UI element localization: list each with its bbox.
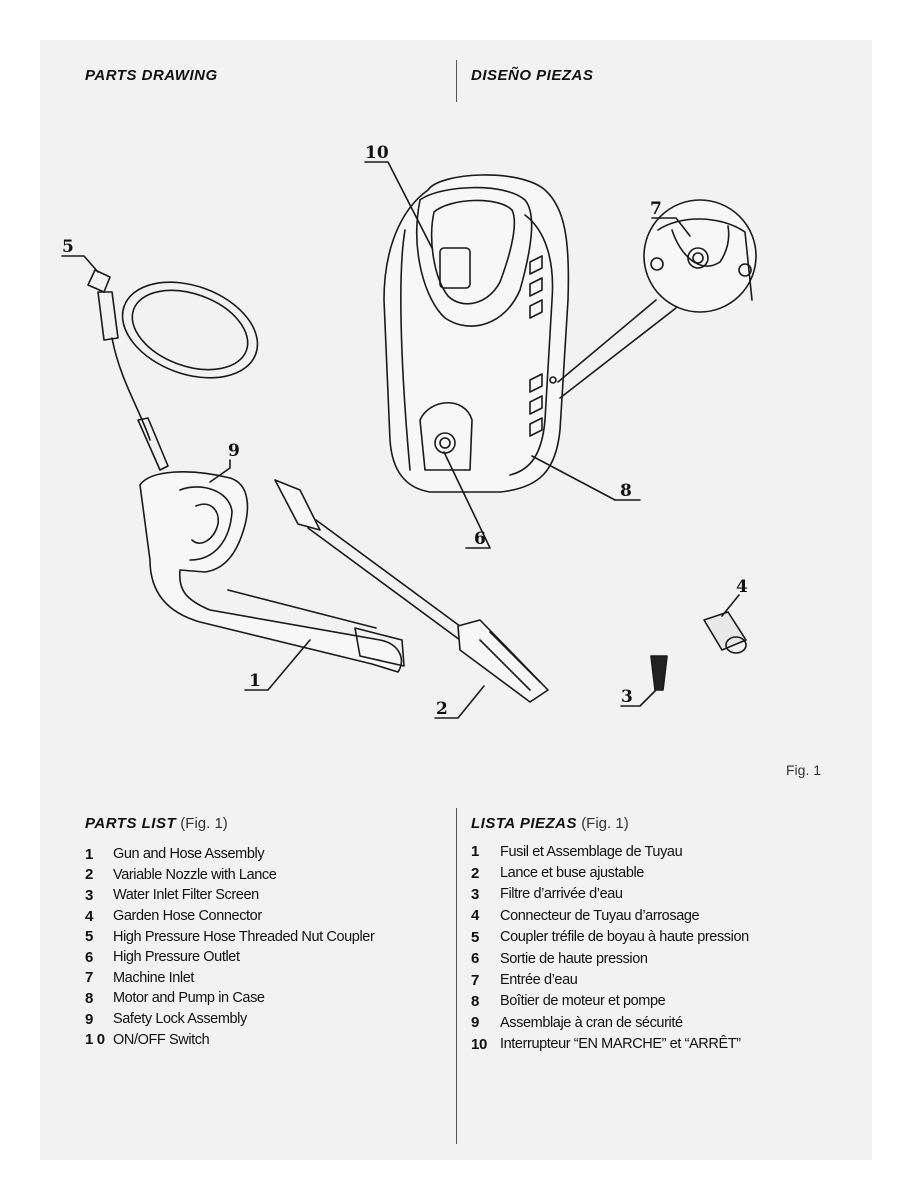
parts-drawing-illustration: 10 7 5 9 8 6 4 1 2 3 (61, 143, 757, 719)
item-label: Water Inlet Filter Screen (113, 887, 259, 904)
figure-caption: Fig. 1 (786, 762, 822, 778)
callout-9: 9 (228, 441, 240, 461)
column-divider-bottom (456, 808, 457, 1144)
garden-hose-connector-illustration (703, 594, 747, 654)
lance-nozzle-illustration (274, 479, 549, 703)
item-number: 7 (471, 971, 479, 989)
lista-piezas-fig-ref: (Fig. 1) (581, 815, 629, 832)
item-label: Interrupteur “EN MARCHE” et “ARRÊT” (500, 1036, 741, 1053)
item-label: Assemblaje à cran de sécurité (500, 1014, 683, 1031)
item-label: High Pressure Outlet (113, 949, 240, 966)
item-label: High Pressure Hose Threaded Nut Coupler (113, 928, 375, 945)
list-item: 4 Connecteur de Tuyau d’arrosage (471, 905, 749, 926)
parts-list-en: 1 Gun and Hose Assembly 2 Variable Nozzle … (85, 844, 375, 1050)
list-item: 4 Garden Hose Connector (85, 906, 374, 927)
item-number: 6 (85, 948, 93, 966)
list-item: 3 Filtre d’arrivée d’eau (471, 884, 749, 905)
item-number: 5 (471, 928, 479, 946)
callout-10: 10 (365, 143, 389, 163)
list-item: 1 Fusil et Assemblage de Tuyau (471, 841, 749, 862)
hose-illustration (87, 269, 259, 471)
callout-4: 4 (736, 577, 748, 597)
list-item: 3 Water Inlet Filter Screen (85, 885, 374, 906)
callout-2: 2 (436, 699, 448, 719)
item-number: 3 (85, 886, 93, 904)
list-item: 5 High Pressure Hose Threaded Nut Coupler (85, 926, 375, 947)
parts-list-heading: PARTS LIST (Fig. 1) (85, 815, 228, 832)
list-item: 7 Machine Inlet (85, 968, 374, 989)
list-item: 6 High Pressure Outlet (85, 947, 374, 968)
item-number: 8 (85, 989, 93, 1007)
callout-labels: 10 7 5 9 8 6 4 1 2 3 (62, 143, 748, 719)
item-number: 4 (85, 907, 93, 925)
item-number: 5 (85, 928, 93, 946)
item-number: 3 (471, 885, 479, 903)
callout-5: 5 (62, 237, 74, 257)
list-item: 9 Safety Lock Assembly (85, 1009, 374, 1030)
callout-3: 3 (621, 687, 633, 707)
item-label: Sortie de haute pression (500, 950, 648, 967)
column-divider-top (456, 60, 457, 102)
item-number: 9 (85, 1010, 93, 1028)
list-item: 2 Lance et buse ajustable (471, 862, 749, 883)
item-number: 6 (471, 950, 479, 968)
item-number: 2 (471, 864, 479, 882)
item-label: Fusil et Assemblage de Tuyau (500, 843, 683, 860)
list-item: 6 Sortie de haute pression (471, 948, 749, 969)
item-label: Motor and Pump in Case (113, 990, 265, 1007)
item-label: ON/OFF Switch (113, 1031, 210, 1048)
item-label: Lance et buse ajustable (500, 865, 644, 882)
lista-piezas-heading: LISTA PIEZAS (Fig. 1) (471, 815, 629, 832)
item-label: Safety Lock Assembly (113, 1011, 247, 1028)
machine-body-illustration (383, 174, 570, 493)
item-number: 1 0 (85, 1031, 105, 1049)
item-number: 8 (471, 992, 479, 1010)
item-number: 4 (471, 907, 479, 925)
filter-screen-illustration (650, 655, 668, 691)
list-item: 8 Motor and Pump in Case (85, 988, 374, 1009)
parts-list-title: PARTS LIST (85, 815, 177, 832)
callout-1: 1 (249, 671, 261, 691)
item-label: Entrée d’eau (500, 972, 578, 989)
parts-list-es: 1 Fusil et Assemblage de Tuyau 2 Lance et … (471, 841, 749, 1055)
item-number: 1 (471, 843, 479, 861)
spray-gun-illustration (139, 471, 405, 673)
item-label: Garden Hose Connector (113, 908, 262, 925)
item-number: 10 (471, 1035, 487, 1053)
callout-6: 6 (474, 529, 486, 549)
item-label: Machine Inlet (113, 969, 195, 986)
item-label: Gun and Hose Assembly (113, 846, 265, 863)
item-number: 1 (85, 845, 93, 863)
diseno-piezas-heading: DISEÑO PIEZAS (471, 67, 594, 84)
item-label: Coupler tréfile de boyau à haute pressio… (500, 929, 749, 946)
item-number: 7 (85, 969, 93, 987)
list-item: 1 0 ON/OFF Switch (85, 1029, 374, 1050)
list-item: 10 Interrupteur “EN MARCHE” et “ARRÊT” (471, 1034, 749, 1055)
item-label: Filtre d’arrivée d’eau (500, 886, 623, 903)
item-number: 9 (471, 1014, 479, 1032)
lista-piezas-title: LISTA PIEZAS (471, 815, 578, 832)
list-item: 5 Coupler tréfile de boyau à haute pressi… (471, 927, 749, 948)
list-item: 8 Boîtier de moteur et pompe (471, 991, 749, 1012)
parts-list-fig-ref: (Fig. 1) (180, 815, 228, 832)
machine-inlet-detail-illustration (557, 199, 757, 399)
callout-8: 8 (620, 481, 632, 501)
item-label: Variable Nozzle with Lance (113, 866, 277, 883)
list-item: 7 Entrée d’eau (471, 969, 749, 990)
item-label: Boîtier de moteur et pompe (500, 993, 666, 1010)
item-label: Connecteur de Tuyau d’arrosage (500, 907, 700, 924)
item-number: 2 (85, 866, 93, 884)
list-item: 2 Variable Nozzle with Lance (85, 865, 374, 886)
list-item: 9 Assemblaje à cran de sécurité (471, 1012, 749, 1033)
callout-leader-lines (61, 161, 691, 719)
list-item: 1 Gun and Hose Assembly (85, 844, 374, 865)
parts-drawing-heading: PARTS DRAWING (85, 67, 218, 84)
callout-7: 7 (650, 199, 662, 219)
